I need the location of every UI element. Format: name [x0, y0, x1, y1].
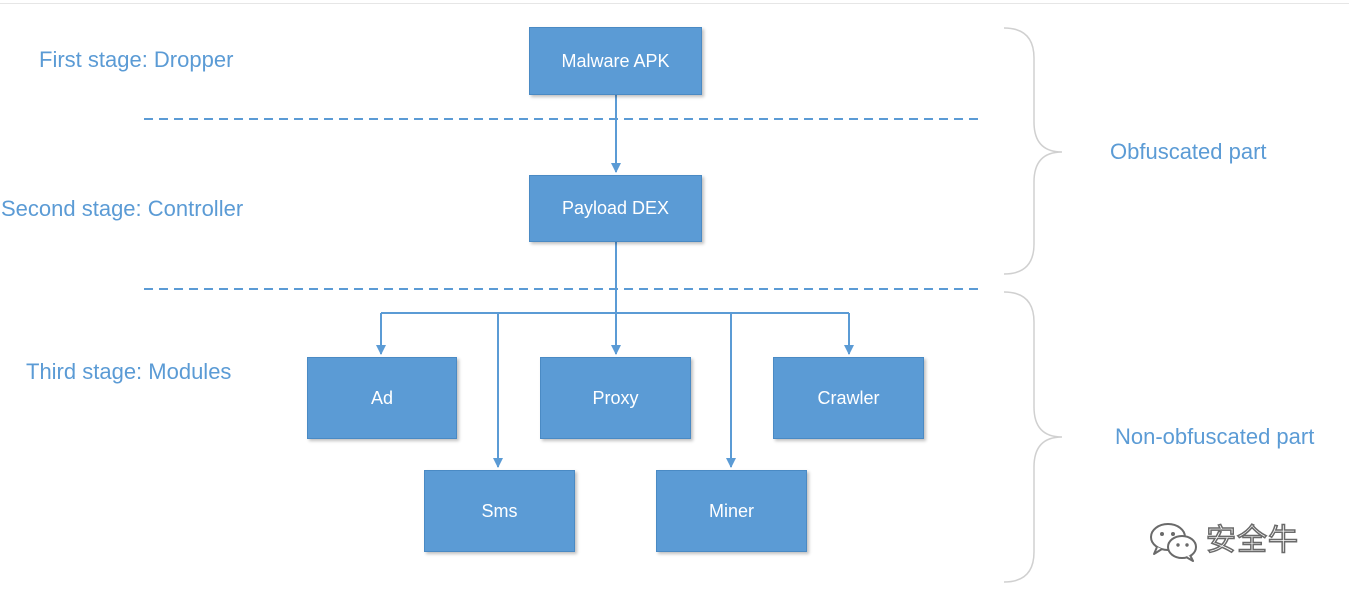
stage-label-third: Third stage: Modules — [26, 359, 232, 384]
node-miner: Miner — [656, 470, 807, 552]
stage-label-first: First stage: Dropper — [39, 47, 234, 72]
brace-non-obfuscated — [1003, 291, 1063, 583]
wechat-icon — [1150, 523, 1197, 562]
node-malware-apk: Malware APK — [529, 27, 702, 95]
node-payload-dex: Payload DEX — [529, 175, 702, 242]
stage-label-second: Second stage: Controller — [1, 196, 244, 221]
node-ad: Ad — [307, 357, 457, 439]
watermark-text: 安全牛 — [1205, 523, 1299, 558]
node-sms: Sms — [424, 470, 575, 552]
node-proxy: Proxy — [540, 357, 691, 439]
part-label-non-obfuscated: Non-obfuscated part — [1115, 424, 1315, 449]
top-rule — [0, 3, 1349, 4]
node-crawler: Crawler — [773, 357, 924, 439]
brace-obfuscated — [1003, 27, 1063, 275]
watermark: 安全牛 — [1148, 520, 1299, 562]
part-label-obfuscated: Obfuscated part — [1110, 139, 1267, 164]
